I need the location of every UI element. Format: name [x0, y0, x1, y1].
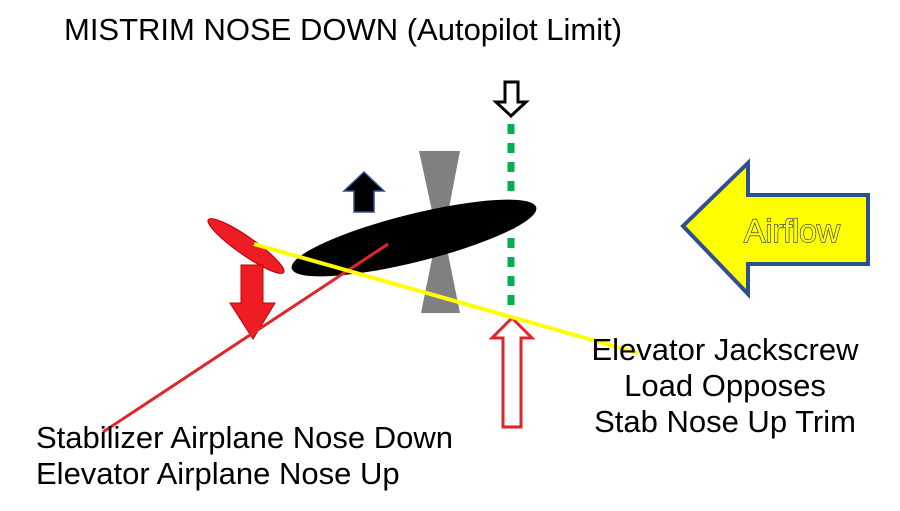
hollow-up-arrow [488, 315, 536, 429]
diagram-title: MISTRIM NOSE DOWN (Autopilot Limit) [64, 12, 623, 47]
horizontal-stabilizer [291, 199, 537, 277]
elevator-surface [207, 218, 285, 274]
up-arrow [342, 170, 386, 213]
hollow-down-arrow [492, 80, 530, 119]
jackscrew-label-line3: Stab Nose Up Trim [594, 404, 856, 439]
jackscrew-label: Elevator Jackscrew Load Opposes Stab Nos… [586, 332, 864, 440]
pointer-line-stabilizer [102, 242, 389, 434]
airflow-label: Airflow [744, 213, 841, 249]
stabilizer-label-line1: Stabilizer Airplane Nose Down [36, 420, 453, 455]
jackscrew-label-line2: Load Opposes [624, 368, 826, 403]
stabilizer-label-line2: Elevator Airplane Nose Up [36, 456, 400, 491]
jackscrew-label-line1: Elevator Jackscrew [591, 332, 859, 367]
down-arrow [229, 264, 276, 340]
pointer-line-jackscrew [253, 242, 639, 355]
airflow-arrow [680, 158, 870, 299]
stabilizer-elevator-label: Stabilizer Airplane Nose Down Elevator A… [36, 420, 453, 492]
